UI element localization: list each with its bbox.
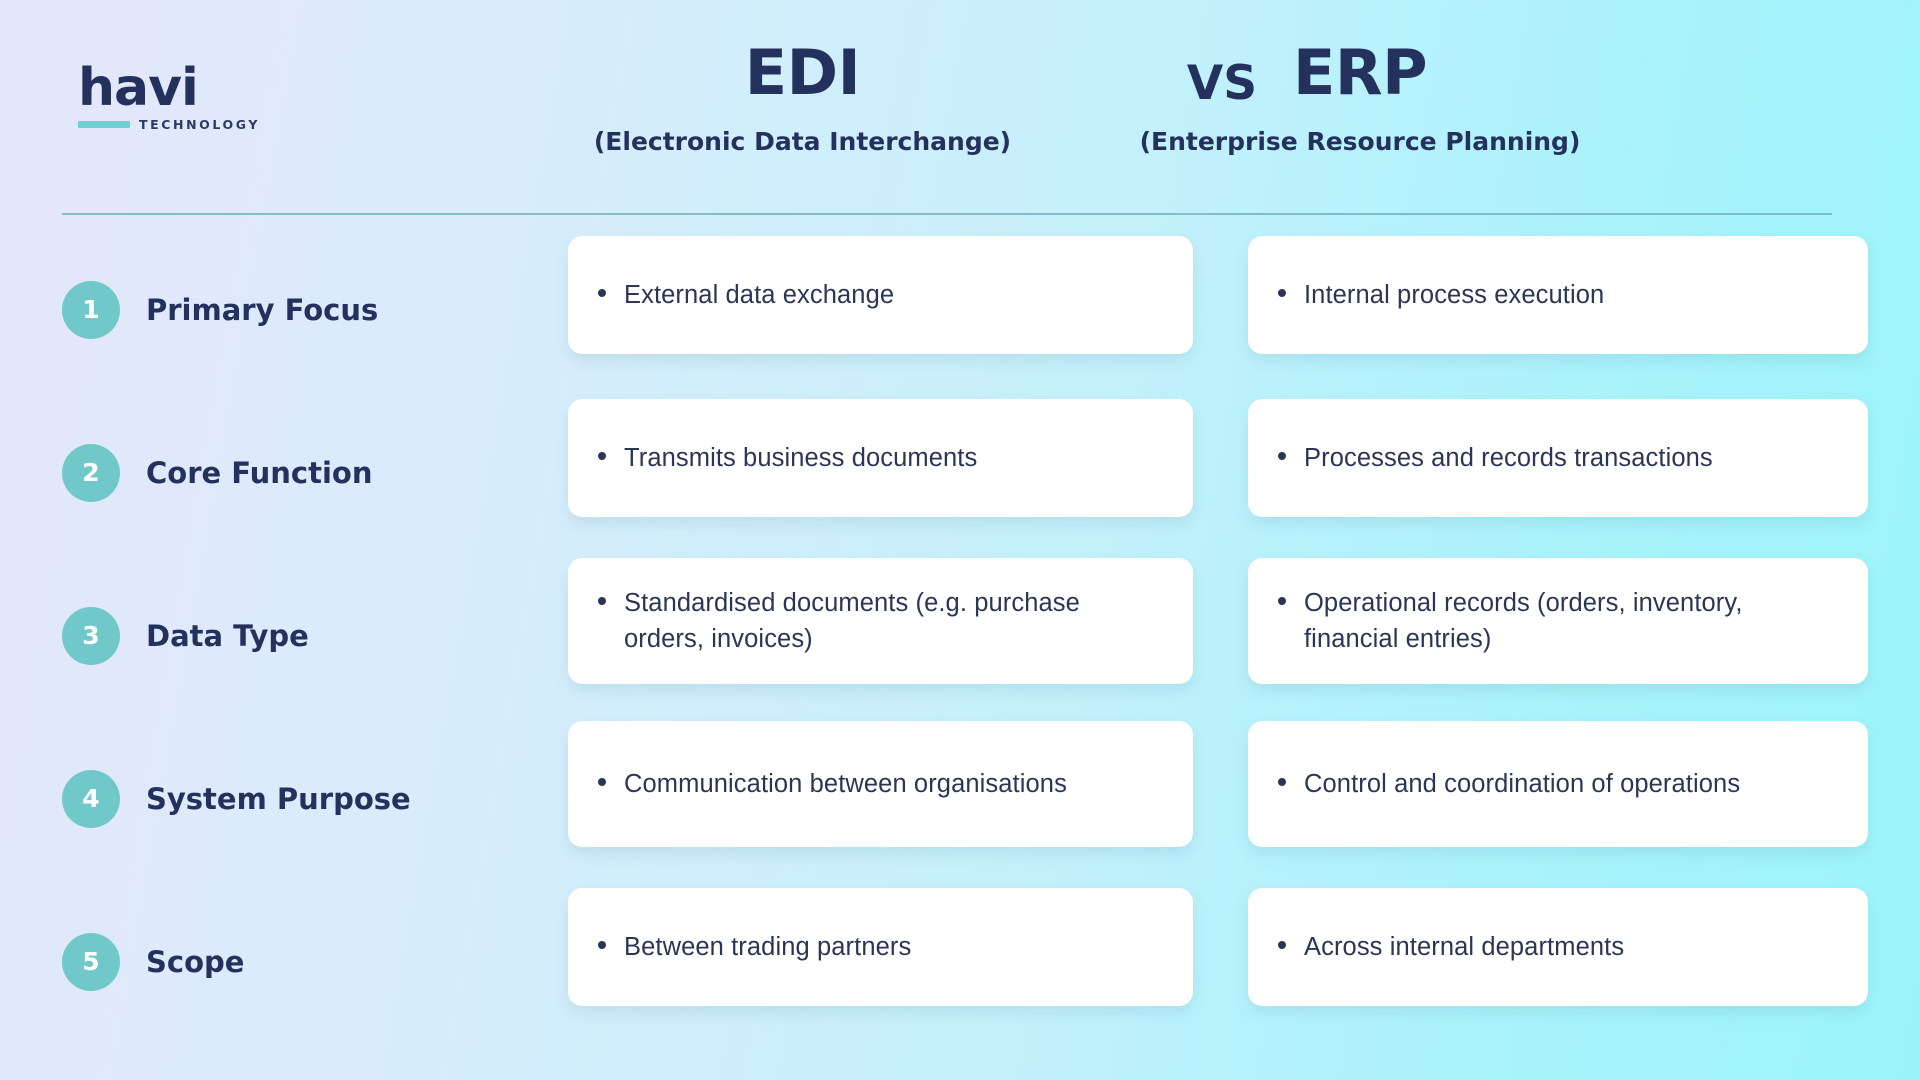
bullet-dot-icon [598,940,606,949]
row-number-badge: 2 [62,443,120,502]
card-text-edi: Communication between organisations [624,769,1067,798]
card-erp: Internal process execution [1248,236,1868,354]
column-header-edi: EDI (Electronic Data Interchange) [570,36,1035,156]
bullet-wrap: Transmits business documents [598,440,1159,476]
row-number-badge: 4 [62,769,120,828]
card-erp: Processes and records transactions [1248,399,1868,517]
header-divider [62,213,1832,215]
column-header-erp: ERP (Enterprise Resource Planning) [1120,36,1600,156]
card-erp: Across internal departments [1248,888,1868,1006]
bullet-wrap: Operational records (orders, inventory, … [1278,585,1834,657]
brand-tagline-row: TECHNOLOGY [78,117,308,132]
card-text-edi: Standardised documents (e.g. purchase or… [624,588,1080,653]
bullet-dot-icon [1278,451,1286,460]
row-label-group: 3 Data Type [62,554,309,717]
row-label-group: 1 Primary Focus [62,228,378,391]
brand-logo: havi TECHNOLOGY [78,62,308,132]
card-text-edi: Transmits business documents [624,443,978,472]
row-number-badge: 3 [62,606,120,665]
row-label: System Purpose [146,781,411,816]
card-text-erp: Control and coordination of operations [1304,769,1741,798]
bullet-dot-icon [598,451,606,460]
bullet-wrap: Between trading partners [598,929,1159,965]
column-title-edi: EDI [744,36,861,109]
bullet-dot-icon [598,777,606,786]
bullet-wrap: External data exchange [598,277,1159,313]
comparison-row: 2 Core Function Transmits business docum… [0,391,1920,554]
card-text-edi: External data exchange [624,280,895,309]
row-label-group: 5 Scope [62,880,244,1043]
comparison-row: 1 Primary Focus External data exchange I… [0,228,1920,391]
bullet-wrap: Communication between organisations [598,766,1159,802]
column-title-erp: ERP [1292,36,1428,109]
card-text-erp: Processes and records transactions [1304,443,1713,472]
card-erp: Operational records (orders, inventory, … [1248,558,1868,684]
row-label: Data Type [146,618,309,653]
bullet-wrap: Standardised documents (e.g. purchase or… [598,585,1159,657]
card-text-erp: Operational records (orders, inventory, … [1304,588,1743,653]
card-edi: Transmits business documents [568,399,1193,517]
comparison-rows: 1 Primary Focus External data exchange I… [0,228,1920,1043]
row-label: Core Function [146,455,373,490]
brand-tagline: TECHNOLOGY [139,117,260,132]
card-erp: Control and coordination of operations [1248,721,1868,847]
bullet-dot-icon [1278,777,1286,786]
bullet-wrap: Across internal departments [1278,929,1834,965]
bullet-dot-icon [598,596,606,605]
card-edi: Between trading partners [568,888,1193,1006]
versus-separator: VS [1186,56,1258,111]
card-edi: External data exchange [568,236,1193,354]
card-edi: Standardised documents (e.g. purchase or… [568,558,1193,684]
bullet-dot-icon [1278,288,1286,297]
row-label-group: 2 Core Function [62,391,373,554]
row-label: Scope [146,944,245,979]
row-label: Primary Focus [146,292,379,327]
column-subtitle-erp: (Enterprise Resource Planning) [1139,127,1581,156]
comparison-row: 5 Scope Between trading partners Across … [0,880,1920,1043]
comparison-row: 3 Data Type Standardised documents (e.g.… [0,554,1920,717]
bullet-dot-icon [1278,596,1286,605]
card-text-erp: Across internal departments [1304,932,1625,961]
brand-accent-bar-icon [78,121,130,128]
page-header: havi TECHNOLOGY EDI (Electronic Data Int… [0,0,1920,215]
bullet-wrap: Processes and records transactions [1278,440,1834,476]
row-label-group: 4 System Purpose [62,717,411,880]
bullet-dot-icon [1278,940,1286,949]
card-text-edi: Between trading partners [624,932,912,961]
column-subtitle-edi: (Electronic Data Interchange) [593,127,1012,156]
comparison-row: 4 System Purpose Communication between o… [0,717,1920,880]
bullet-dot-icon [598,288,606,297]
bullet-wrap: Control and coordination of operations [1278,766,1834,802]
card-text-erp: Internal process execution [1304,280,1605,309]
row-number-badge: 5 [62,932,120,991]
row-number-badge: 1 [62,280,120,339]
brand-name: havi [78,58,199,118]
card-edi: Communication between organisations [568,721,1193,847]
bullet-wrap: Internal process execution [1278,277,1834,313]
